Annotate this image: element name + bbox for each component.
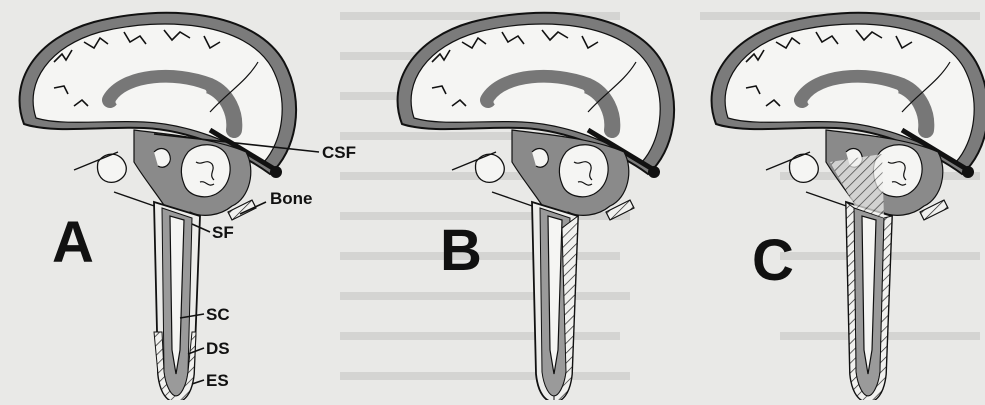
panel-letter-a: A (52, 214, 94, 272)
label-ds: DS (206, 340, 230, 357)
label-sc: SC (206, 306, 230, 323)
label-es: ES (206, 372, 229, 389)
panel-letter-c: C (752, 232, 794, 290)
label-csf: CSF (322, 144, 356, 161)
label-bone: Bone (270, 190, 313, 207)
diagram-panel-b (398, 13, 675, 400)
panel-letter-b: B (440, 222, 482, 280)
diagram-panel-c (712, 13, 985, 400)
label-sf: SF (212, 224, 234, 241)
